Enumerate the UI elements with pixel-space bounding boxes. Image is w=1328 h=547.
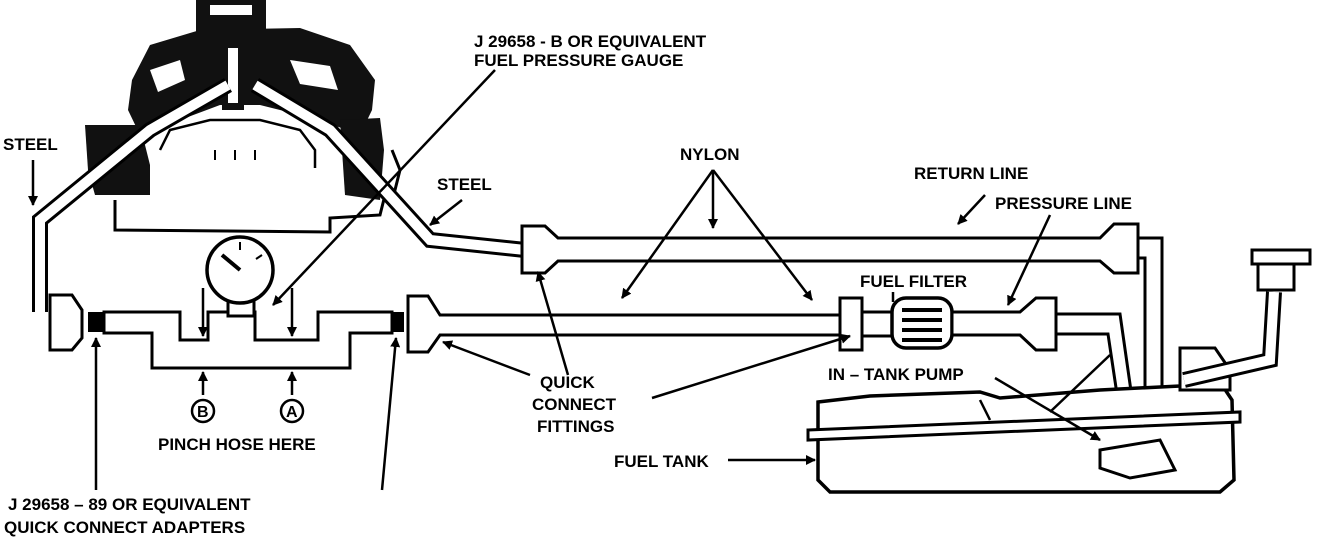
point-b-marker [190,398,216,424]
in-tank-pump [1098,438,1178,480]
label-nylon: NYLON [680,145,740,164]
label-gauge-line1: J 29658 - B OR EQUIVALENT [474,32,707,51]
label-pressure-line: PRESSURE LINE [995,194,1132,213]
label-return-line: RETURN LINE [914,164,1028,183]
fuel-filter-ribs [902,308,942,342]
label-point-b: B [197,404,209,421]
label-pinch-hose: PINCH HOSE HERE [158,435,316,454]
label-quick-connect-3: FITTINGS [537,417,614,436]
label-quick-connect-2: CONNECT [532,395,617,414]
label-steel-right: STEEL [437,175,492,194]
label-in-tank-pump: IN – TANK PUMP [828,365,964,384]
right-steel-line [250,78,526,258]
label-point-a: A [286,404,298,421]
engine-throttle-body [85,0,402,234]
label-adapters-line1: J 29658 – 89 OR EQUIVALENT [8,495,251,514]
label-fuel-tank: FUEL TANK [614,452,709,471]
label-adapters-line2: QUICK CONNECT ADAPTERS [4,518,245,537]
label-quick-connect-1: QUICK [540,373,596,392]
left-quick-connect-fitting [48,293,84,352]
label-gauge-line2: FUEL PRESSURE GAUGE [474,51,683,70]
label-fuel-filter: FUEL FILTER [860,272,967,291]
center-quick-connect-fitting [406,294,842,354]
label-steel-left: STEEL [3,135,58,154]
left-steel-line [32,78,232,312]
point-a-marker [279,398,305,424]
gauge-adapter-manifold [88,235,404,370]
leader-lines [28,69,1111,491]
fuel-tank [806,248,1312,494]
